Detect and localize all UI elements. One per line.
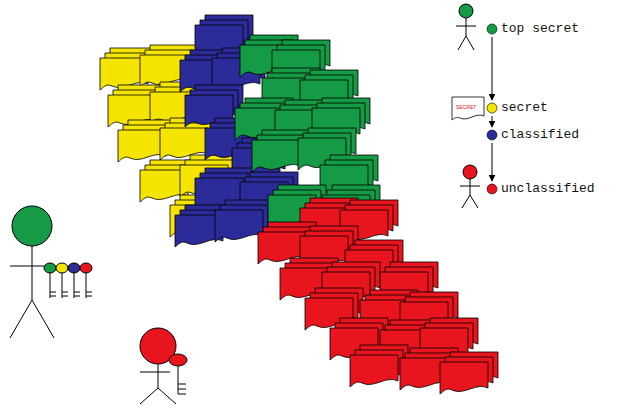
level-label: top secret	[501, 21, 579, 37]
hierarchy-arrow	[492, 37, 493, 100]
level-dot	[486, 129, 498, 141]
green-figure	[10, 206, 92, 338]
level-dot	[486, 23, 498, 35]
legend-red-figure	[460, 165, 480, 208]
legend-document-icon	[452, 97, 484, 120]
level-label: unclassified	[501, 181, 595, 197]
document-stamp: SECRET	[456, 104, 476, 110]
red-stacks	[258, 198, 498, 394]
level-node: secret	[486, 100, 548, 116]
level-node: top secret	[486, 21, 579, 37]
hierarchy-arrow	[492, 143, 493, 181]
hierarchy-arrow	[492, 116, 493, 127]
red-figure	[140, 328, 187, 404]
level-dot	[486, 183, 498, 195]
level-node: unclassified	[486, 181, 595, 197]
level-dot	[486, 102, 498, 114]
level-label: classified	[501, 127, 579, 143]
level-node: classified	[486, 127, 579, 143]
level-label: secret	[501, 100, 548, 116]
legend-green-figure	[456, 4, 476, 50]
